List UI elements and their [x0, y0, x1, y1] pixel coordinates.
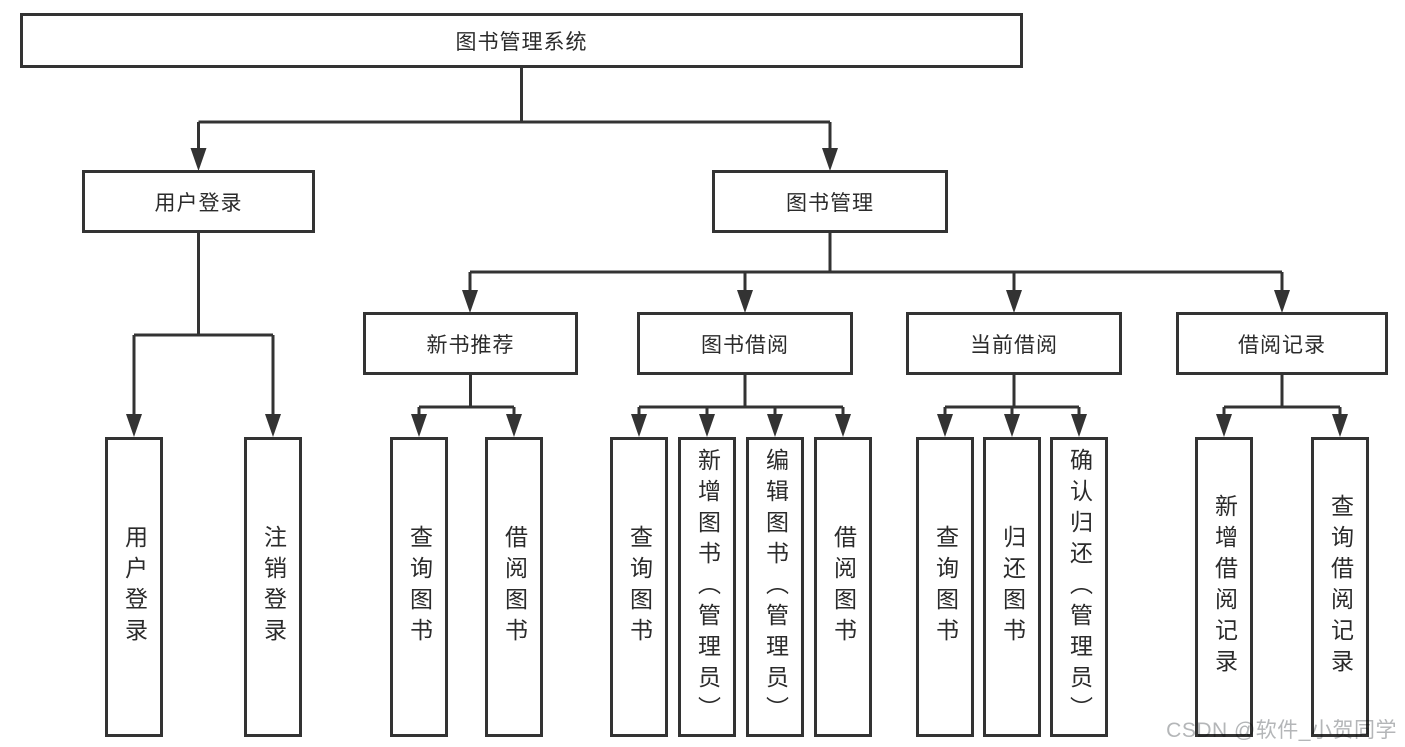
leaf-query-books-borrowing-label: 查询图书 — [626, 525, 653, 649]
node-book-borrowing: 图书借阅 — [637, 312, 853, 375]
leaf-confirm-return-admin-label: 确认归还（管理员） — [1066, 447, 1093, 727]
leaf-query-books-recommend: 查询图书 — [390, 437, 448, 737]
leaf-edit-books-admin: 编辑图书（管理员） — [746, 437, 804, 737]
node-root-system: 图书管理系统 — [20, 13, 1023, 68]
leaf-return-books-label: 归还图书 — [999, 525, 1026, 649]
leaf-borrow-books-label: 借阅图书 — [830, 525, 857, 649]
node-new-book-recommend-label: 新书推荐 — [426, 333, 515, 357]
leaf-query-borrow-record: 查询借阅记录 — [1311, 437, 1369, 737]
leaf-query-books-current-label: 查询图书 — [932, 525, 959, 649]
node-current-borrowing-label: 当前借阅 — [970, 333, 1058, 357]
node-user-login-label: 用户登录 — [154, 191, 243, 215]
leaf-borrow-books-recommend: 借阅图书 — [485, 437, 543, 737]
leaf-edit-books-admin-label: 编辑图书（管理员） — [762, 447, 789, 727]
node-root-system-label: 图书管理系统 — [455, 30, 588, 54]
leaf-add-borrow-record-label: 新增借阅记录 — [1211, 494, 1238, 680]
leaf-borrow-books: 借阅图书 — [814, 437, 872, 737]
leaf-query-books-current: 查询图书 — [916, 437, 974, 737]
node-user-login: 用户登录 — [82, 170, 315, 233]
leaf-logout: 注销登录 — [244, 437, 302, 737]
node-book-borrowing-label: 图书借阅 — [701, 333, 789, 357]
node-borrowing-records: 借阅记录 — [1176, 312, 1388, 375]
leaf-query-books-borrowing: 查询图书 — [610, 437, 668, 737]
node-borrowing-records-label: 借阅记录 — [1238, 333, 1326, 357]
leaf-logout-label: 注销登录 — [260, 525, 287, 649]
node-new-book-recommend: 新书推荐 — [363, 312, 578, 375]
leaf-add-books-admin-label: 新增图书（管理员） — [694, 447, 721, 727]
leaf-confirm-return-admin: 确认归还（管理员） — [1050, 437, 1108, 737]
leaf-borrow-books-recommend-label: 借阅图书 — [501, 525, 528, 649]
leaf-query-borrow-record-label: 查询借阅记录 — [1327, 494, 1354, 680]
leaf-add-books-admin: 新增图书（管理员） — [678, 437, 736, 737]
leaf-add-borrow-record: 新增借阅记录 — [1195, 437, 1253, 737]
node-book-management-label: 图书管理 — [786, 191, 874, 215]
leaf-user-login-label: 用户登录 — [121, 525, 148, 649]
csdn-watermark: CSDN @软件_小贺同学 — [1166, 719, 1397, 742]
node-current-borrowing: 当前借阅 — [906, 312, 1122, 375]
node-book-management: 图书管理 — [712, 170, 948, 233]
leaf-query-books-recommend-label: 查询图书 — [406, 525, 433, 649]
leaf-user-login: 用户登录 — [105, 437, 163, 737]
leaf-return-books: 归还图书 — [983, 437, 1041, 737]
